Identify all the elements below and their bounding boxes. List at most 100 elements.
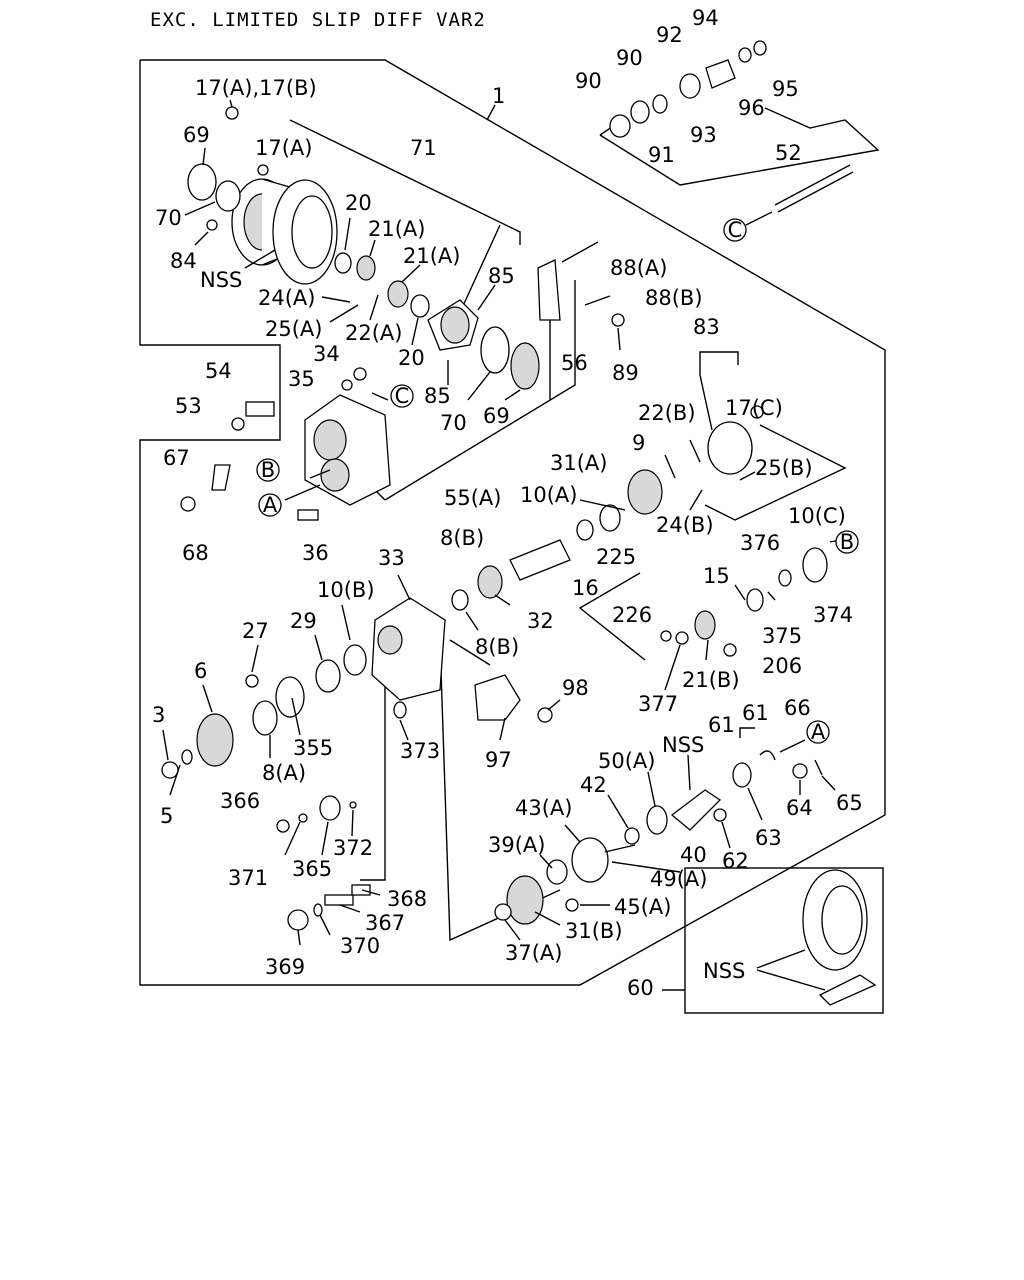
diagram-title: EXC. LIMITED SLIP DIFF VAR2: [150, 9, 486, 31]
callout: 27: [242, 619, 269, 643]
part-355: [275, 676, 305, 718]
spring-367: [324, 894, 354, 906]
bracket-83: [699, 351, 739, 375]
callout: 369: [265, 955, 305, 979]
plug-373: [393, 701, 407, 719]
callout-labels: 17(A),17(B) 69 17(A) 71 70 84 NSS 20 21(…: [152, 6, 863, 1000]
callout: 67: [163, 446, 190, 470]
callout: 206: [762, 654, 802, 678]
callout: 5: [160, 804, 173, 828]
callout: 17(C): [725, 396, 783, 420]
callout: 17(A),17(B): [195, 76, 317, 100]
callout: 373: [400, 739, 440, 763]
washer-35: [341, 379, 353, 391]
callout: 88(A): [610, 256, 667, 280]
plug-369: [287, 909, 309, 931]
flange-6: [196, 713, 234, 767]
bearing-70: [215, 180, 241, 212]
callout: 69: [183, 123, 210, 147]
ref-B-right: B: [835, 530, 859, 554]
bracket-25b: [704, 424, 847, 521]
callout: 22(A): [345, 321, 402, 345]
gear-31a: [627, 469, 663, 515]
part-91: [652, 94, 668, 114]
part-365: [319, 795, 341, 821]
callout: 8(A): [262, 761, 306, 785]
washer-96: [738, 47, 752, 63]
callout: 84: [170, 249, 197, 273]
assembly-outline: [139, 59, 886, 986]
callout: 365: [292, 857, 332, 881]
callout: 50(A): [598, 749, 655, 773]
bracket-61: [739, 727, 755, 738]
callout: 43(A): [515, 796, 572, 820]
nut-37a: [494, 903, 512, 921]
callout: 71: [410, 136, 437, 160]
callout: 6: [194, 659, 207, 683]
ref-B-left: B: [256, 458, 280, 482]
nut-3: [161, 761, 179, 779]
part-97: [474, 674, 521, 721]
bolt-34: [353, 367, 367, 381]
part-39a: [546, 859, 568, 885]
callout: 92: [656, 23, 683, 47]
seal-8a: [252, 700, 278, 736]
callout: 8(B): [440, 526, 484, 550]
callout: 91: [648, 143, 675, 167]
callout: 55(A): [444, 486, 501, 510]
ref-C-mid: C: [390, 384, 414, 408]
callout: 61: [742, 701, 769, 725]
shaft-16: [509, 539, 571, 581]
part-372: [349, 801, 357, 809]
callout: 372: [333, 836, 373, 860]
bolt-27: [245, 674, 259, 688]
callout: 367: [365, 911, 405, 935]
nut-64: [792, 763, 808, 779]
callout: 40: [680, 843, 707, 867]
callout: 17(A): [255, 136, 312, 160]
callout: NSS: [200, 268, 242, 292]
svg-text:C: C: [395, 384, 410, 408]
bolt-68: [180, 496, 196, 512]
callout: 10(A): [520, 483, 577, 507]
callout: 15: [703, 564, 730, 588]
callout: 10(B): [317, 578, 375, 602]
part-376: [778, 569, 792, 587]
callout: 35: [288, 367, 315, 391]
part-368: [351, 884, 371, 896]
ref-A-left: A: [258, 493, 282, 517]
part-90a: [609, 114, 631, 138]
gear-21b: [694, 610, 716, 640]
bracket-55a: [384, 280, 576, 501]
bolt-45a: [565, 898, 579, 912]
callout: 90: [575, 69, 602, 93]
washer-20b: [410, 294, 430, 318]
callout: 34: [313, 342, 340, 366]
washer-20: [334, 252, 352, 274]
bearing-50a: [646, 805, 668, 835]
callout: 31(A): [550, 451, 607, 475]
stud-54: [245, 401, 275, 417]
callout: 39(A): [488, 833, 545, 857]
callout: 96: [738, 96, 765, 120]
callout: 53: [175, 394, 202, 418]
svg-text:C: C: [728, 218, 743, 242]
pin-36: [297, 509, 319, 521]
bolt-89: [561, 241, 599, 263]
ring-gear: [272, 179, 338, 285]
diff-carrier: [427, 299, 479, 351]
callout: 60: [627, 976, 654, 1000]
gear-21a: [356, 255, 376, 281]
callout: 368: [387, 887, 427, 911]
ref-A-right: A: [806, 720, 830, 744]
callout: 83: [693, 315, 720, 339]
part-375: [746, 588, 764, 612]
callout: 95: [772, 77, 799, 101]
callout: 31(B): [565, 919, 623, 943]
callout: 88(B): [645, 286, 703, 310]
bolt-98: [537, 707, 553, 723]
callout: 8(B): [475, 635, 519, 659]
race-69b: [510, 342, 540, 390]
callout: 370: [340, 934, 380, 958]
callout: 70: [155, 206, 182, 230]
